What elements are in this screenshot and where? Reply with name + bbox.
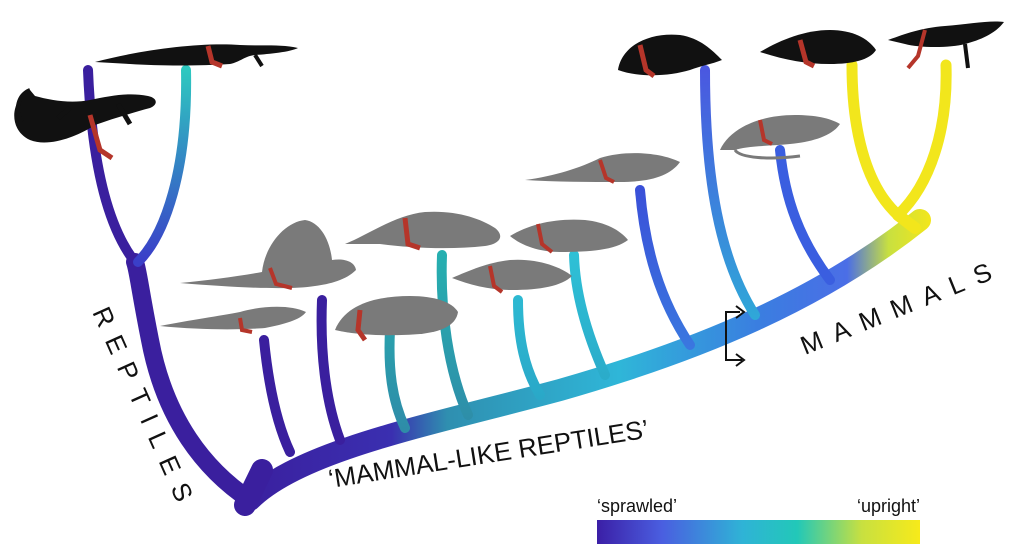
branch-synapsid-trunk <box>239 209 931 511</box>
scale-label-sprawled: ‘sprawled’ <box>597 496 677 516</box>
branch-cynodont-1 <box>513 295 545 400</box>
branch-root <box>234 459 273 516</box>
split-arrow <box>725 305 746 367</box>
color-scale-bar <box>597 520 920 544</box>
gorgonopsid-silhouette <box>345 211 501 251</box>
branch-reptile-stem <box>126 253 259 509</box>
branch-thylacine <box>892 59 952 221</box>
cynodont-1-silhouette <box>452 259 572 294</box>
thylacine-silhouette <box>888 21 1004 70</box>
branch-dicynodon <box>384 325 410 433</box>
branch-small-synapsid <box>259 335 295 457</box>
branch-cynodont-2 <box>569 250 610 380</box>
branch-cynodont-3 <box>635 185 695 350</box>
branch-echidna <box>700 65 760 320</box>
small-synapsid-silhouette <box>160 306 306 334</box>
branch-gorgonopsid <box>436 250 473 420</box>
dimetrodon-silhouette <box>180 220 356 290</box>
crocodile-silhouette <box>95 44 298 69</box>
cynodont-2-silhouette <box>510 219 628 254</box>
phylogenetic-tree <box>83 59 952 516</box>
silhouettes <box>14 21 1004 342</box>
scale-label-upright: ‘upright’ <box>857 496 920 516</box>
dicynodon-silhouette <box>335 296 458 342</box>
armadillo-silhouette <box>760 30 876 69</box>
label-mammal-like-reptiles: ‘MAMMAL-LIKE REPTILES’ <box>326 414 650 494</box>
echidna-silhouette <box>618 34 722 78</box>
branch-dimetrodon <box>316 295 345 445</box>
branch-crocodile <box>133 65 192 267</box>
mammaliaform-silhouette <box>720 115 840 160</box>
lizard-silhouette <box>14 88 156 161</box>
branch-armadillo <box>846 59 904 221</box>
branch-mammaliaform <box>775 145 835 285</box>
cynodont-3-silhouette <box>525 153 680 184</box>
color-scale-legend: ‘sprawled’ ‘upright’ <box>597 496 920 544</box>
